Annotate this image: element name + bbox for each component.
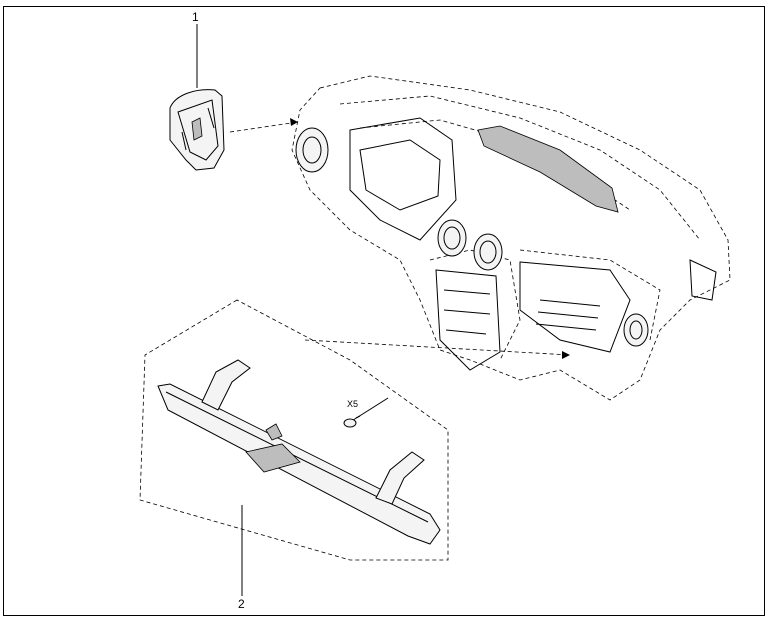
assembly-arrow-2 [304, 339, 571, 356]
fastener-pin [343, 397, 389, 428]
part-2-boundary [139, 299, 449, 561]
part-1-side-cover [169, 89, 225, 171]
arrow-head-1 [290, 118, 298, 126]
assembly-arrow-1 [229, 121, 299, 133]
callout-2: 2 [238, 597, 245, 611]
part-2-glove-box [157, 359, 441, 545]
dashboard-assembly [291, 75, 731, 401]
arrow-head-2 [562, 351, 570, 359]
callout-1: 1 [192, 10, 199, 24]
fastener-quantity: X5 [347, 399, 359, 409]
